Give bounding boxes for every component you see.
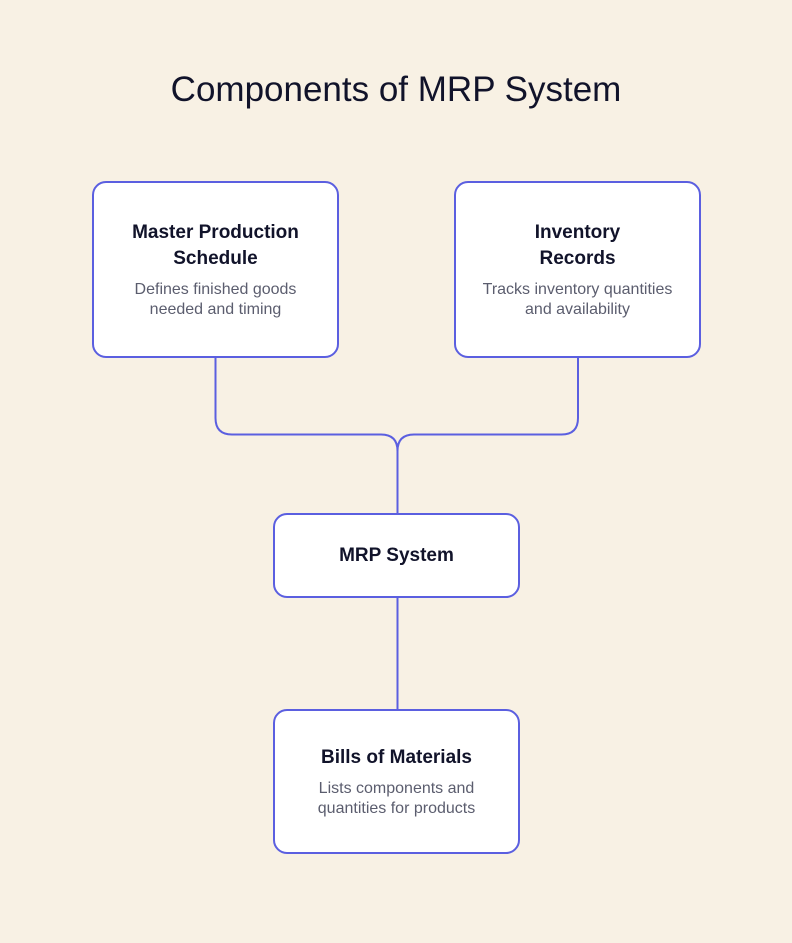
node-title: Master Production Schedule	[132, 222, 299, 269]
edge-mps-to-mrp	[214, 358, 399, 452]
node-title: MRP System	[339, 544, 454, 566]
node-title: Inventory Records	[534, 222, 621, 269]
node-inventory-records: Inventory Records Tracks inventory quant…	[454, 181, 701, 358]
node-master-production-schedule: Master Production Schedule Defines finis…	[92, 181, 339, 358]
node-bills-of-materials: Bills of Materials Lists components and …	[273, 709, 520, 854]
node-description: Lists components and quantities for prod…	[317, 780, 476, 817]
edge-inventory-to-mrp	[396, 358, 579, 452]
node-title: Bills of Materials	[321, 747, 472, 768]
node-description: Defines finished goods needed and timing	[134, 281, 297, 318]
node-description: Tracks inventory quantities and availabi…	[482, 281, 673, 318]
node-mrp-system: MRP System	[273, 513, 520, 598]
diagram-title: Components of MRP System	[170, 70, 622, 109]
